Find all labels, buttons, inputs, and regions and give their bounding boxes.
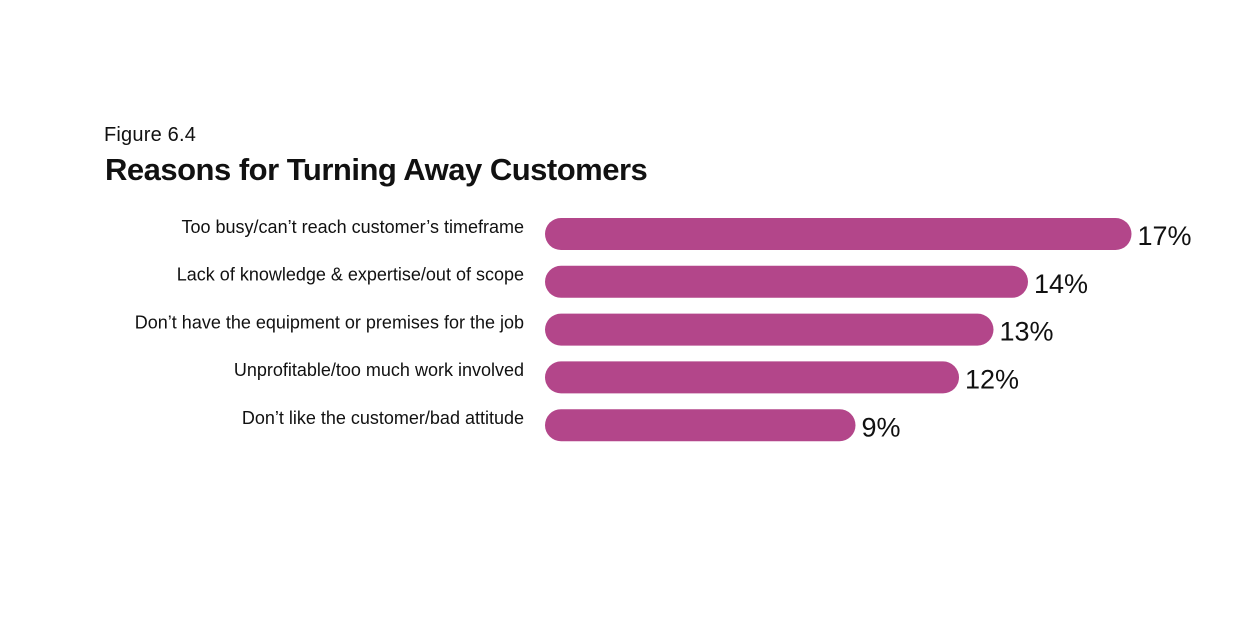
- bar-3: [545, 361, 959, 394]
- figure-label: Figure 6.4: [104, 124, 197, 146]
- value-label-0: 17%: [1138, 221, 1192, 251]
- category-label-4: Don’t like the customer/bad attitude: [242, 408, 524, 428]
- bar-0: [545, 218, 1132, 250]
- category-label-0: Too busy/can’t reach customer’s timefram…: [182, 217, 524, 237]
- bar-4: [545, 409, 856, 442]
- value-label-4: 9%: [862, 412, 901, 442]
- category-label-2: Don’t have the equipment or premises for…: [135, 312, 524, 332]
- bar-1: [545, 265, 1028, 298]
- category-label-3: Unprofitable/too much work involved: [234, 360, 524, 380]
- chart-title: Reasons for Turning Away Customers: [105, 152, 648, 187]
- value-label-2: 13%: [1000, 317, 1054, 347]
- category-label-1: Lack of knowledge & expertise/out of sco…: [177, 265, 524, 285]
- bar-2: [545, 313, 994, 346]
- value-label-3: 12%: [965, 365, 1019, 395]
- value-label-1: 14%: [1034, 269, 1088, 299]
